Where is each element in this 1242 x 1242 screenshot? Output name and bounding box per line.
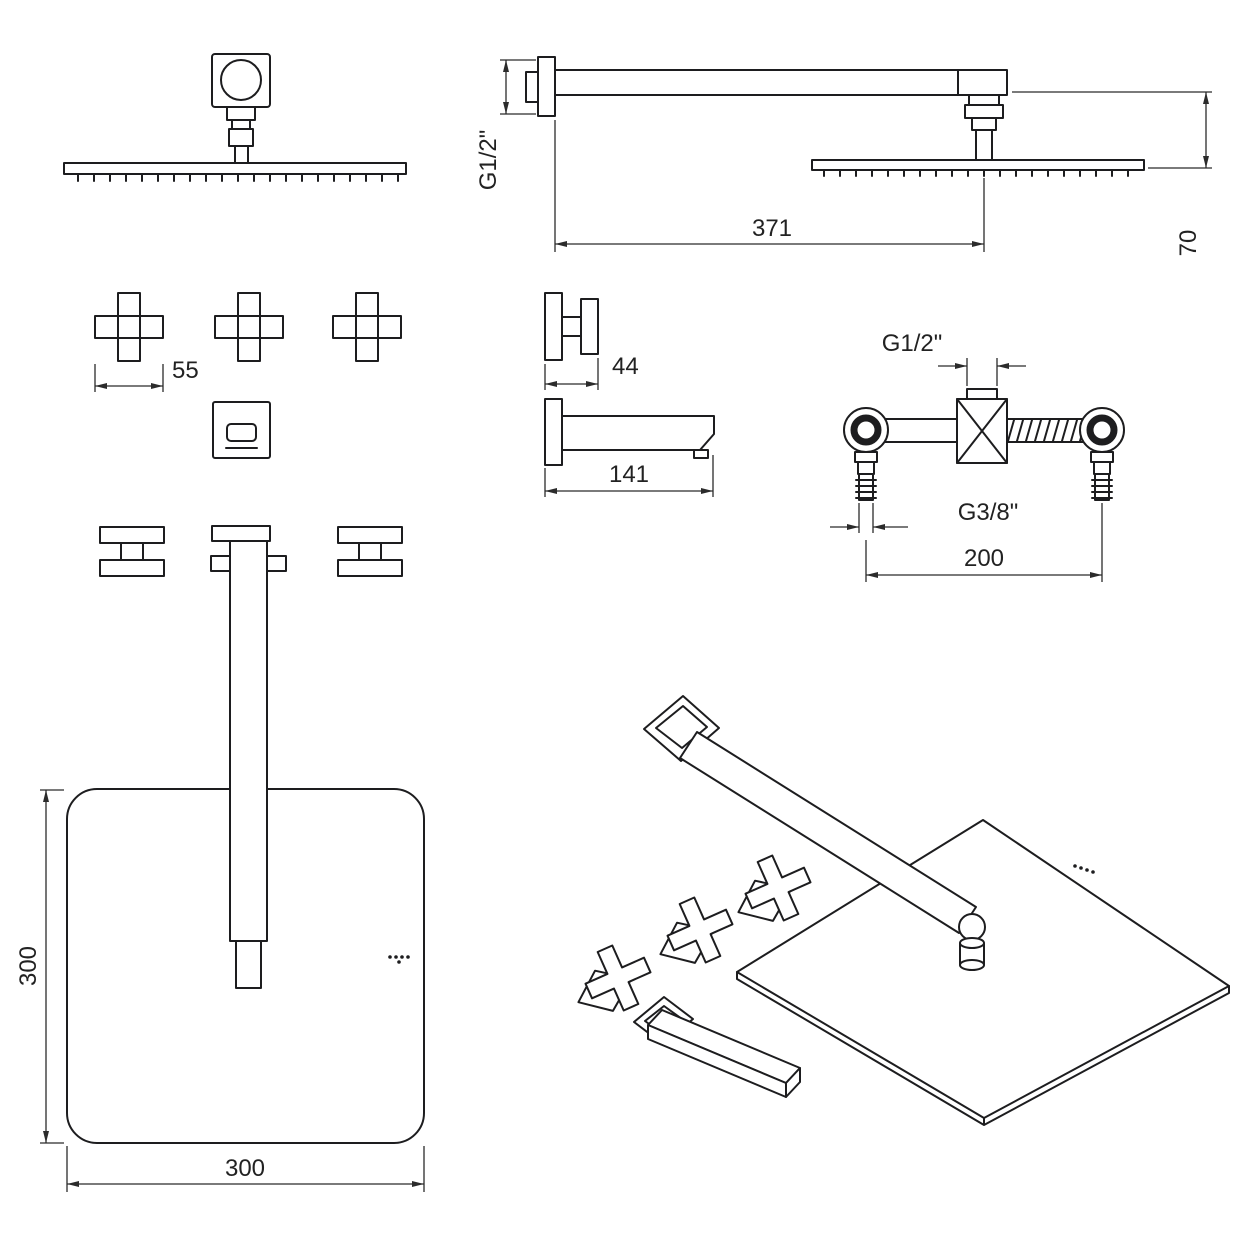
left-valve-stub bbox=[854, 451, 878, 463]
side-view-handles-row bbox=[99, 526, 403, 577]
handle-stem bbox=[358, 542, 382, 561]
spout-outlet bbox=[226, 423, 257, 442]
head-plate-edge bbox=[811, 159, 1145, 171]
iso-connector-top bbox=[959, 937, 985, 949]
handle-segments bbox=[117, 315, 141, 339]
shower-arm bbox=[554, 69, 1008, 96]
nozzle-ticks bbox=[823, 169, 1129, 177]
iso-spout-end-face bbox=[785, 1067, 801, 1098]
iso-connector-sides bbox=[959, 942, 985, 966]
extension-lines bbox=[94, 364, 164, 392]
extension-lines bbox=[40, 789, 64, 1144]
arm-tab-right bbox=[266, 555, 287, 572]
extension-lines bbox=[1012, 91, 1212, 169]
handle-bar bbox=[337, 526, 403, 544]
arm-joint-knob bbox=[220, 59, 262, 101]
extension-lines bbox=[966, 358, 998, 386]
arm-tab-left bbox=[210, 555, 231, 572]
head-plate-edge bbox=[63, 162, 407, 175]
connector-piece bbox=[231, 119, 251, 130]
dim-valve-spacing-label: 200 bbox=[964, 545, 1004, 572]
right-valve-nut bbox=[1093, 461, 1111, 475]
thread-lines bbox=[855, 479, 877, 499]
handle-arm-v bbox=[355, 292, 379, 362]
handle-hub bbox=[561, 316, 582, 337]
spout-escutcheon bbox=[544, 398, 563, 466]
side-view-arm-head: G1/2" 371 70 bbox=[475, 56, 1212, 257]
handle-arm-v bbox=[237, 292, 261, 362]
handle-bar bbox=[99, 559, 165, 577]
iso-handle-cross bbox=[666, 896, 734, 964]
right-valve-ring bbox=[1086, 414, 1118, 446]
side-view-handle-44: 44 bbox=[544, 292, 639, 390]
arm-shaft bbox=[229, 540, 268, 942]
handle-bar bbox=[99, 526, 165, 544]
center-valve-cross bbox=[956, 398, 1008, 464]
iso-arm-ball-joint bbox=[958, 913, 986, 941]
front-view-shower-head bbox=[63, 53, 407, 182]
left-valve-ring bbox=[850, 414, 882, 446]
isometric-view bbox=[577, 695, 1230, 1126]
spout-body bbox=[561, 415, 715, 451]
wall-escutcheon bbox=[537, 56, 556, 117]
arm-tip bbox=[235, 940, 262, 989]
handle-segments bbox=[237, 315, 261, 339]
thread-lines bbox=[1091, 479, 1113, 499]
handle-segments bbox=[355, 315, 379, 339]
connector-nut bbox=[228, 128, 254, 147]
handle-bar-front bbox=[544, 292, 563, 361]
front-view-spout bbox=[212, 401, 271, 459]
spout-aerator bbox=[693, 449, 709, 459]
connector-piece bbox=[971, 117, 997, 131]
extension-lines bbox=[544, 358, 599, 390]
handle-arm-v bbox=[117, 292, 141, 362]
left-valve-nut bbox=[857, 461, 875, 475]
wall-thread-stub bbox=[525, 71, 539, 103]
connector-piece bbox=[226, 106, 256, 121]
right-valve-stub bbox=[1090, 451, 1114, 463]
extension-lines bbox=[554, 120, 985, 252]
iso-arm bbox=[679, 731, 977, 934]
dim-handle-face-label: 55 bbox=[172, 357, 199, 384]
dim-arm-length-label: 371 bbox=[752, 215, 792, 242]
brand-mark bbox=[1073, 864, 1095, 874]
nozzle-ticks bbox=[77, 173, 399, 182]
extension-lines bbox=[858, 503, 874, 533]
handle-bar-rear bbox=[580, 298, 599, 355]
dim-head-offset-label: 70 bbox=[1175, 230, 1202, 257]
arm-flange-bar bbox=[211, 525, 271, 542]
iso-head-plate bbox=[736, 819, 1230, 1119]
dim-arm-thread-label: G1/2" bbox=[475, 130, 502, 191]
connector-nut bbox=[964, 104, 1004, 119]
dim-valve-thread-label: G1/2" bbox=[882, 330, 943, 357]
iso-handle-cross bbox=[584, 944, 652, 1012]
handle-bar bbox=[337, 559, 403, 577]
plan-view-head: 300 300 bbox=[15, 525, 425, 1192]
iso-handle bbox=[659, 896, 734, 964]
iso-handle-cross bbox=[744, 854, 812, 922]
iso-plate-thickness bbox=[736, 971, 1230, 1126]
dim-inlet-thread-label: G3/8" bbox=[958, 499, 1019, 526]
side-view-spout: 141 bbox=[544, 398, 715, 497]
connector-piece bbox=[968, 94, 1000, 106]
handle-stem bbox=[120, 542, 144, 561]
iso-handle bbox=[737, 854, 812, 922]
dim-head-side-h-label: 300 bbox=[225, 1155, 265, 1182]
iso-connector-bottom bbox=[959, 959, 985, 971]
brand-mark bbox=[388, 955, 410, 964]
valve-body-view: G1/2" G3/8" 200 bbox=[830, 330, 1125, 582]
dim-spout-length-label: 141 bbox=[609, 461, 649, 488]
front-view-cross-handles: 55 bbox=[94, 292, 402, 392]
valve-top-stub bbox=[966, 388, 998, 400]
dim-handle-depth-label: 44 bbox=[612, 353, 639, 380]
head-stem bbox=[975, 129, 993, 163]
iso-spout bbox=[633, 996, 801, 1098]
iso-handle bbox=[577, 944, 652, 1012]
dim-head-side-v-label: 300 bbox=[15, 946, 42, 986]
